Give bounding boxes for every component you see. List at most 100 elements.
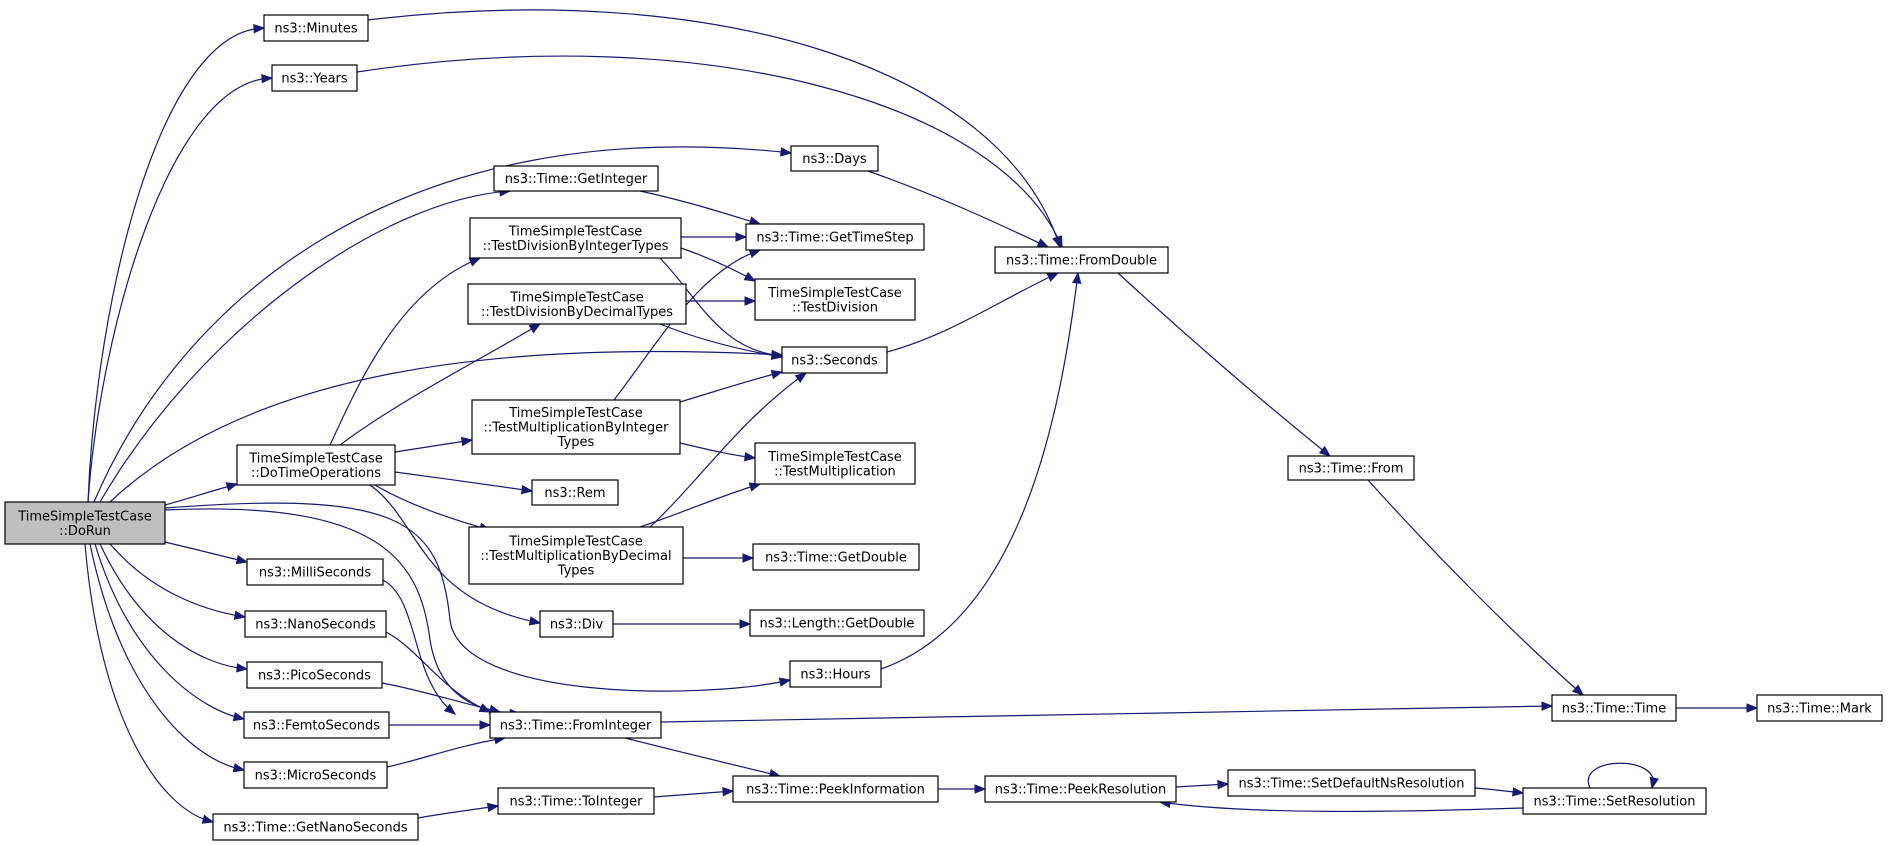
node-days[interactable]: ns3::Days [790,145,879,172]
node-milliseconds[interactable]: ns3::MilliSeconds [246,558,384,586]
edge-hours-to-fromdouble [880,271,1082,670]
node-label: ::TestDivisionByDecimalTypes [481,305,673,320]
edge-dotimeops-to-rem [394,471,534,495]
node-label: TimeSimpleTestCase [767,286,902,301]
node-testmuldec[interactable]: TimeSimpleTestCase::TestMultiplicationBy… [468,526,684,585]
node-box [212,813,419,841]
edge-minutes-to-fromdouble [367,9,1062,249]
edge-peekresolution-to-setdefaultns [1175,779,1230,790]
node-microseconds[interactable]: ns3::MicroSeconds [243,761,388,789]
node-div[interactable]: ns3::Div [539,610,614,638]
node-rem[interactable]: ns3::Rem [531,479,619,506]
node-time[interactable]: ns3::Time::Time [1551,694,1677,722]
node-getinteger[interactable]: ns3::Time::GetInteger [493,165,659,192]
node-label: ns3::Div [550,618,604,633]
node-box [745,223,925,251]
node-gettimestep[interactable]: ns3::Time::GetTimeStep [745,223,925,251]
node-box [1287,455,1415,481]
edge-microseconds-to-frominteger [386,735,507,768]
node-years[interactable]: ns3::Years [271,64,358,92]
node-label: ns3::Time::ToInteger [509,795,643,810]
node-box [781,346,888,374]
node-label: ns3::Time::PeekResolution [995,783,1166,798]
edge-days-to-fromdouble [867,170,1050,248]
edge-setresolution-to-setresolution [1587,762,1659,790]
node-hours[interactable]: ns3::Hours [789,660,882,688]
node-lengthgetdouble[interactable]: ns3::Length::GetDouble [749,609,925,637]
node-label: ::TestDivision [792,300,878,315]
node-peekinformation[interactable]: ns3::Time::PeekInformation [732,775,939,803]
node-label: ns3::Time::GetInteger [505,172,648,187]
node-fromdouble[interactable]: ns3::Time::FromDouble [994,246,1169,274]
node-box [1227,769,1476,797]
node-box [789,660,882,688]
node-testdivdec[interactable]: TimeSimpleTestCase::TestDivisionByDecima… [467,283,687,325]
edge-testdivint-to-gettimestep [681,232,748,242]
node-setdefaultns[interactable]: ns3::Time::SetDefaultNsResolution [1227,769,1476,797]
node-testdivision[interactable]: TimeSimpleTestCase::TestDivision [754,278,916,321]
node-testdivint[interactable]: TimeSimpleTestCase::TestDivisionByIntege… [469,217,682,259]
edge-tointeger-to-peekinformation [653,787,735,798]
node-testmulint[interactable]: TimeSimpleTestCase::TestMultiplicationBy… [471,399,681,455]
node-box [471,399,681,455]
node-box [790,145,879,172]
node-box [469,217,682,259]
node-picoseconds[interactable]: ns3::PicoSeconds [246,661,383,689]
node-nanoseconds[interactable]: ns3::NanoSeconds [244,610,387,638]
node-from[interactable]: ns3::Time::From [1287,455,1415,481]
node-seconds[interactable]: ns3::Seconds [781,346,888,374]
edge-dotimeops-to-testmulint [394,436,474,453]
node-label: ns3::Hours [800,668,870,683]
node-peekresolution[interactable]: ns3::Time::PeekResolution [984,775,1177,803]
edge-years-to-fromdouble [356,55,1063,249]
node-setresolution[interactable]: ns3::Time::SetResolution [1522,787,1707,815]
node-getnanoseconds[interactable]: ns3::Time::GetNanoSeconds [212,813,419,841]
node-box [243,711,390,739]
node-box [236,444,396,486]
node-box [4,501,166,545]
node-box [1756,694,1883,722]
node-box [539,610,614,638]
edge-testmuldec-to-seconds [649,372,808,528]
edge-dorun-to-minutes [87,23,266,503]
edge-femtoseconds-to-frominteger [388,720,492,730]
edge-testdivdec-to-testdivision [685,296,757,306]
node-label: TimeSimpleTestCase [508,406,643,421]
node-label: TimeSimpleTestCase [508,535,643,550]
edge-frominteger-to-peekinformation [624,737,782,779]
node-box [244,610,387,638]
edge-dorun-to-picoseconds [99,543,249,673]
node-minutes[interactable]: ns3::Minutes [263,14,369,42]
node-label: ns3::Time::GetTimeStep [756,231,913,246]
node-femtoseconds[interactable]: ns3::FemtoSeconds [243,711,390,739]
edge-div-to-lengthgetdouble [612,619,752,629]
edge-dorun-to-days [93,146,793,503]
edge-fromdouble-to-from [1117,272,1332,457]
node-label: ns3::Time::Time [1562,702,1666,717]
node-label: ::DoTimeOperations [251,466,381,481]
edge-dorun-to-microseconds [89,543,246,773]
node-label: ::TestDivisionByIntegerTypes [483,239,669,254]
call-nodes: TimeSimpleTestCase::DoRun ns3::Minutesns3… [4,14,1883,841]
node-getdouble[interactable]: ns3::Time::GetDouble [752,543,920,571]
edge-testmuldec-to-testmultiplication [639,482,762,528]
node-tointeger[interactable]: ns3::Time::ToInteger [497,787,655,815]
edge-dorun-to-hours [164,502,792,692]
edge-testmulint-to-testmultiplication [679,442,757,462]
node-testmultiplication[interactable]: TimeSimpleTestCase::TestMultiplication [754,442,916,485]
node-box [263,14,369,42]
edge-time-to-mark [1675,703,1759,713]
call-edges [84,9,1759,824]
node-dotimeops[interactable]: TimeSimpleTestCase::DoTimeOperations [236,444,396,486]
node-label: ns3::Time::Mark [1767,702,1872,717]
node-label: TimeSimpleTestCase [248,451,383,466]
node-dorun[interactable]: TimeSimpleTestCase::DoRun [4,501,166,545]
node-label: Types [557,435,595,450]
node-box [1522,787,1707,815]
edge-testdivint-to-testdivision [680,247,757,282]
node-frominteger[interactable]: ns3::Time::FromInteger [489,711,662,739]
node-box [1551,694,1677,722]
edge-testmuldec-to-getdouble [683,553,755,563]
node-mark[interactable]: ns3::Time::Mark [1756,694,1883,722]
node-box [732,775,939,803]
